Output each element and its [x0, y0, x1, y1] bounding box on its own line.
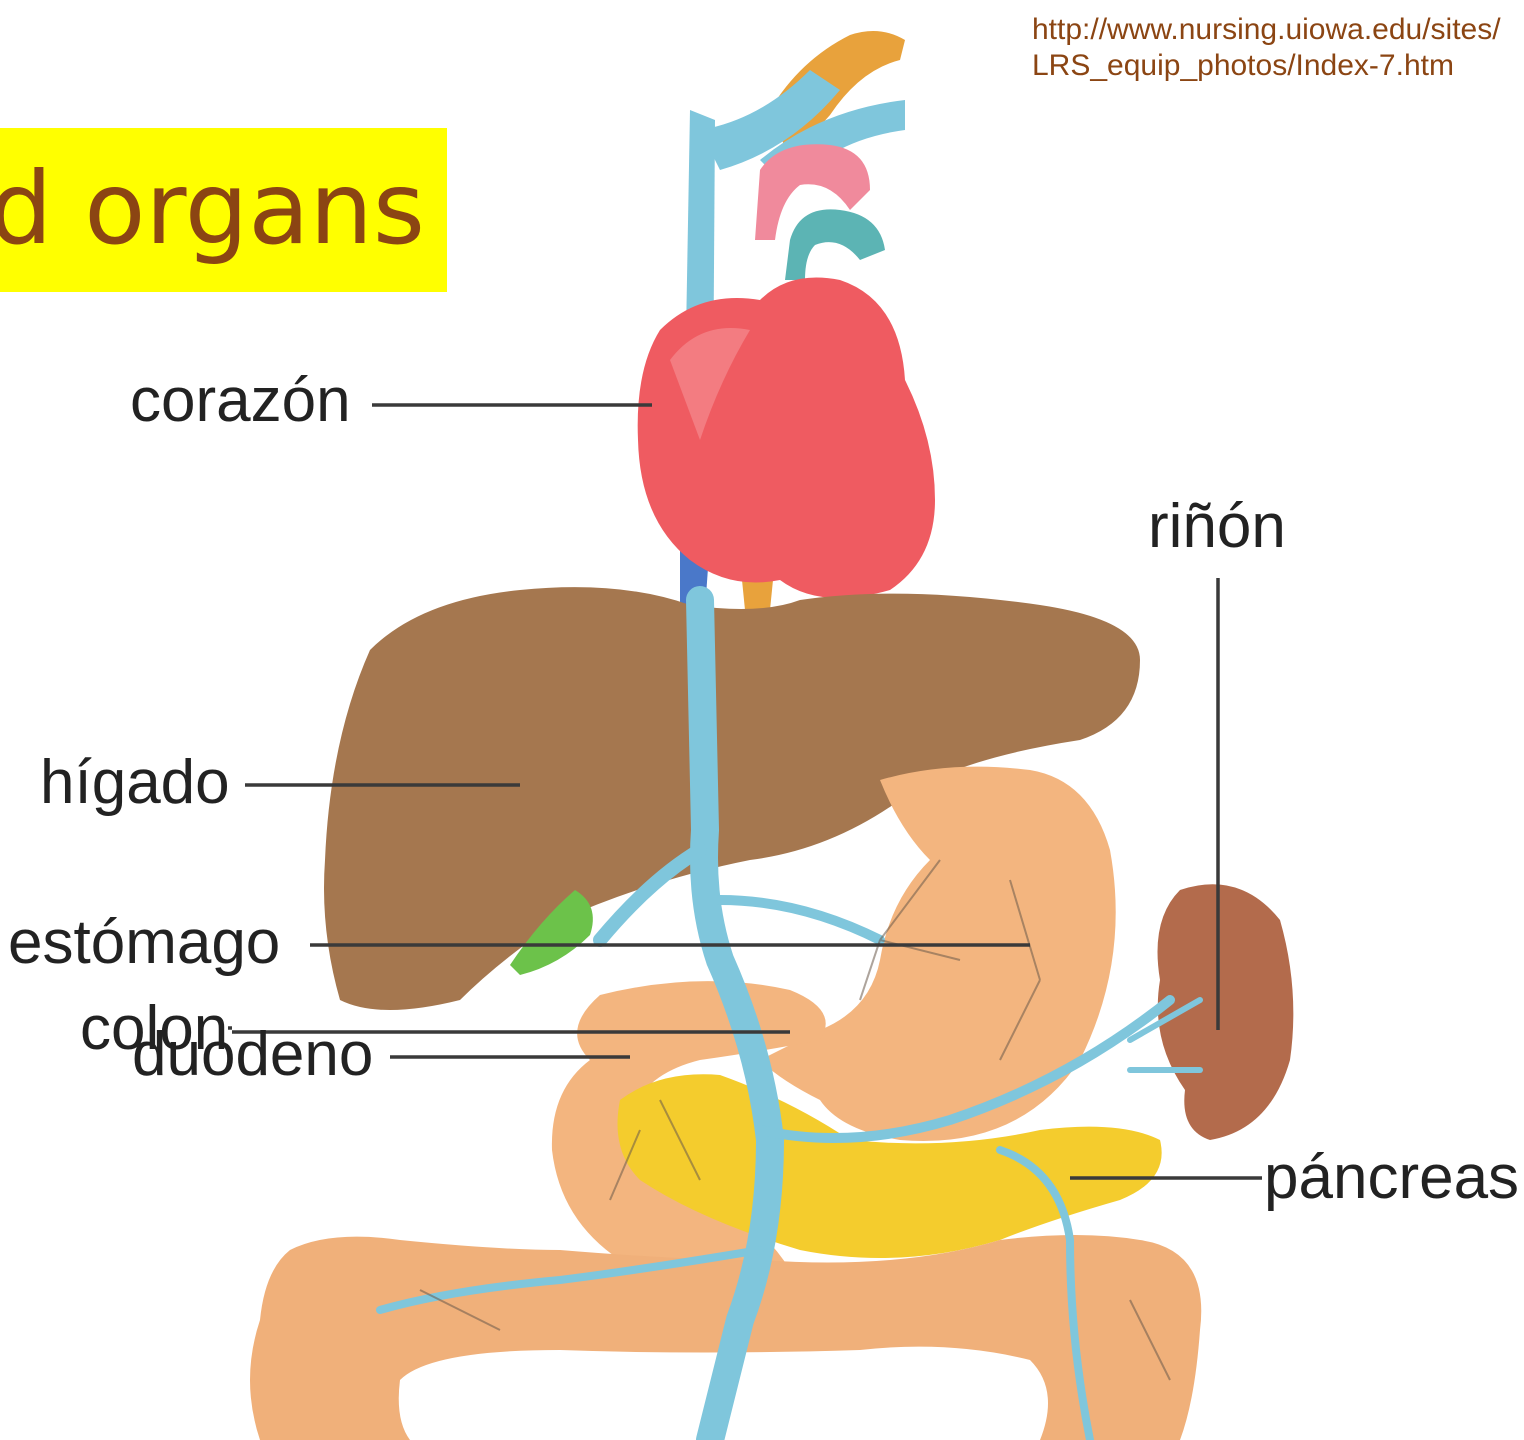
- label-pancreas: páncreas: [1264, 1145, 1519, 1211]
- heart: [638, 278, 935, 599]
- label-heart: corazón: [130, 368, 351, 434]
- label-kidney: riñón: [1148, 494, 1286, 560]
- slide-title-box: sed organs: [0, 128, 447, 292]
- label-colon: colon: [80, 996, 228, 1062]
- slide-title: sed organs: [0, 154, 425, 264]
- source-url: http://www.nursing.uiowa.edu/sites/LRS_e…: [1032, 12, 1512, 84]
- label-liver: hígado: [40, 750, 230, 816]
- label-stomach: estómago: [8, 910, 280, 976]
